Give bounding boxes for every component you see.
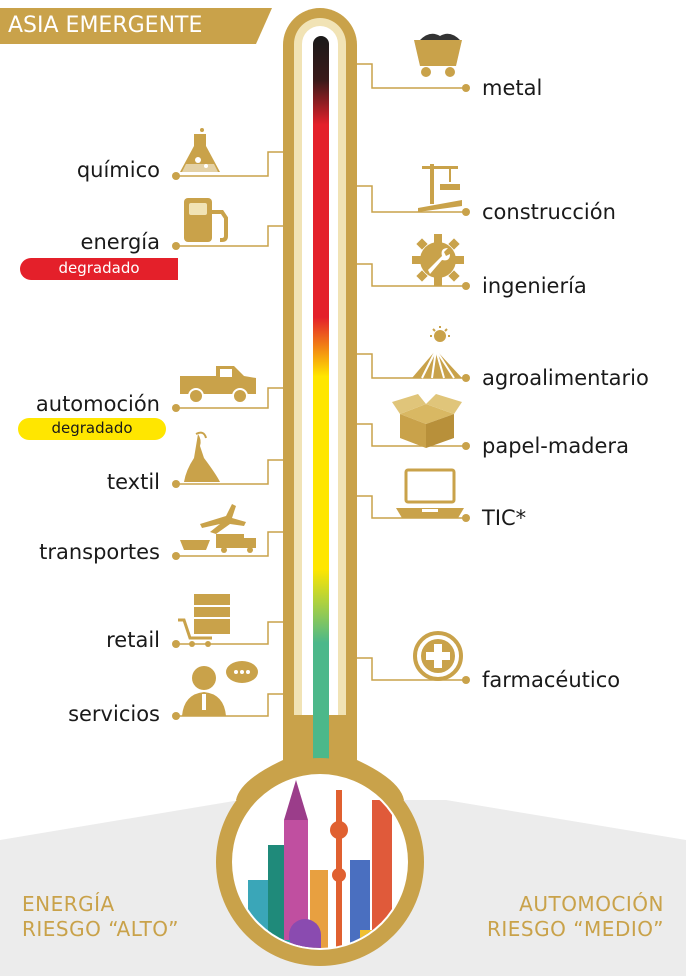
laptop-icon	[396, 468, 464, 518]
crane-icon	[418, 164, 462, 212]
mine-cart-icon	[414, 33, 462, 77]
sector-label-papel-madera: papel-madera	[482, 434, 629, 458]
mercury-column	[313, 36, 329, 776]
sector-label-energia: energía	[80, 230, 160, 254]
skyline-illustration	[248, 780, 400, 948]
sector-label-farmaceutico: farmacéutico	[482, 668, 621, 692]
region-banner: ASIA EMERGENTE	[0, 8, 280, 44]
footer-left-text: ENERGÍA RIESGO “ALTO”	[22, 892, 179, 942]
badge-energia-degradado: degradado	[20, 258, 178, 280]
sector-label-construccion: construcción	[482, 200, 616, 224]
medical-cross-icon	[413, 631, 463, 681]
footer-right-text: AUTOMOCIÓN RIESGO “MEDIO”	[487, 892, 664, 942]
call-center-agent-icon	[182, 661, 258, 716]
sector-label-tic: TIC*	[482, 506, 527, 530]
chemistry-flask-icon	[180, 128, 220, 172]
badge-energia-text: degradado	[58, 259, 140, 277]
sun-field-icon	[412, 326, 462, 379]
sector-label-servicios: servicios	[68, 702, 160, 726]
shopping-cart-shelf-icon	[178, 594, 230, 647]
sector-label-textil: textil	[106, 470, 160, 494]
footer-right-line2: RIESGO “MEDIO”	[486, 917, 664, 941]
sector-label-transportes: transportes	[39, 540, 160, 564]
region-banner-bg	[0, 8, 272, 44]
pickup-truck-icon	[180, 366, 256, 404]
sector-label-retail: retail	[106, 628, 160, 652]
badge-automocion-degradado: degradado	[18, 418, 166, 440]
gear-wrench-icon	[412, 234, 464, 286]
footer-left-line1: ENERGÍA	[22, 892, 115, 916]
sector-label-ingenieria: ingeniería	[482, 274, 587, 298]
cardboard-box-icon	[392, 394, 462, 448]
sector-label-automocion: automoción	[35, 392, 160, 416]
footer-left-line2: RIESGO “ALTO”	[22, 917, 180, 941]
dress-icon	[184, 431, 220, 482]
footer-right-line1: AUTOMOCIÓN	[519, 892, 664, 916]
plane-ship-truck-icon	[180, 504, 256, 553]
badge-automocion-text: degradado	[51, 419, 133, 437]
fuel-pump-icon	[184, 198, 228, 242]
sector-label-metal: metal	[482, 76, 543, 100]
sector-label-agroalimentario: agroalimentario	[482, 366, 649, 390]
region-title: ASIA EMERGENTE	[8, 13, 203, 38]
sector-label-quimico: químico	[76, 158, 160, 182]
